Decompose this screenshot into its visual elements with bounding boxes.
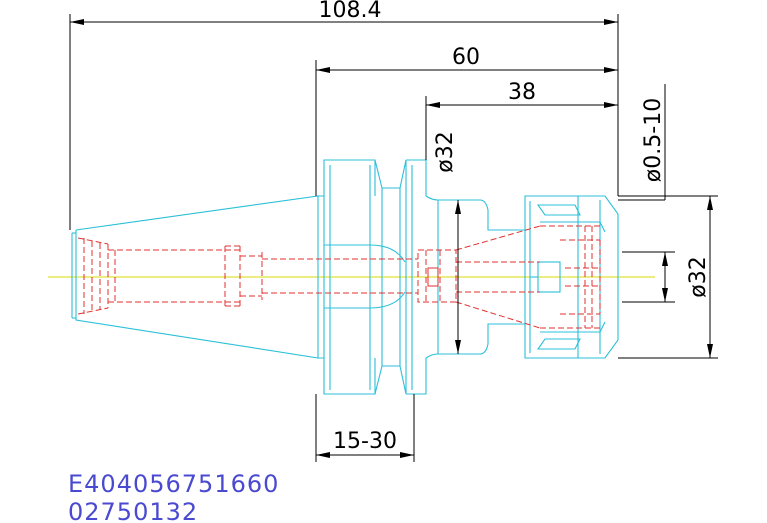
dim-overall-length: 108.4: [319, 0, 382, 23]
dim-nut-length: 38: [508, 80, 536, 105]
item-number-code: 02750132: [68, 498, 198, 523]
dim-adjust-range: 15-30: [333, 429, 397, 454]
dimension-lines: [69, 14, 718, 462]
part-number-code: E404056751660: [68, 470, 279, 498]
dim-flange-length: 60: [452, 45, 480, 70]
dim-bore-diameter: ø32: [433, 131, 458, 172]
holder-outline: [71, 159, 619, 395]
dim-collet-range: ø0.5-10: [641, 98, 666, 182]
dim-nut-diameter: ø32: [686, 256, 711, 297]
hidden-bore-lines: [77, 225, 601, 329]
